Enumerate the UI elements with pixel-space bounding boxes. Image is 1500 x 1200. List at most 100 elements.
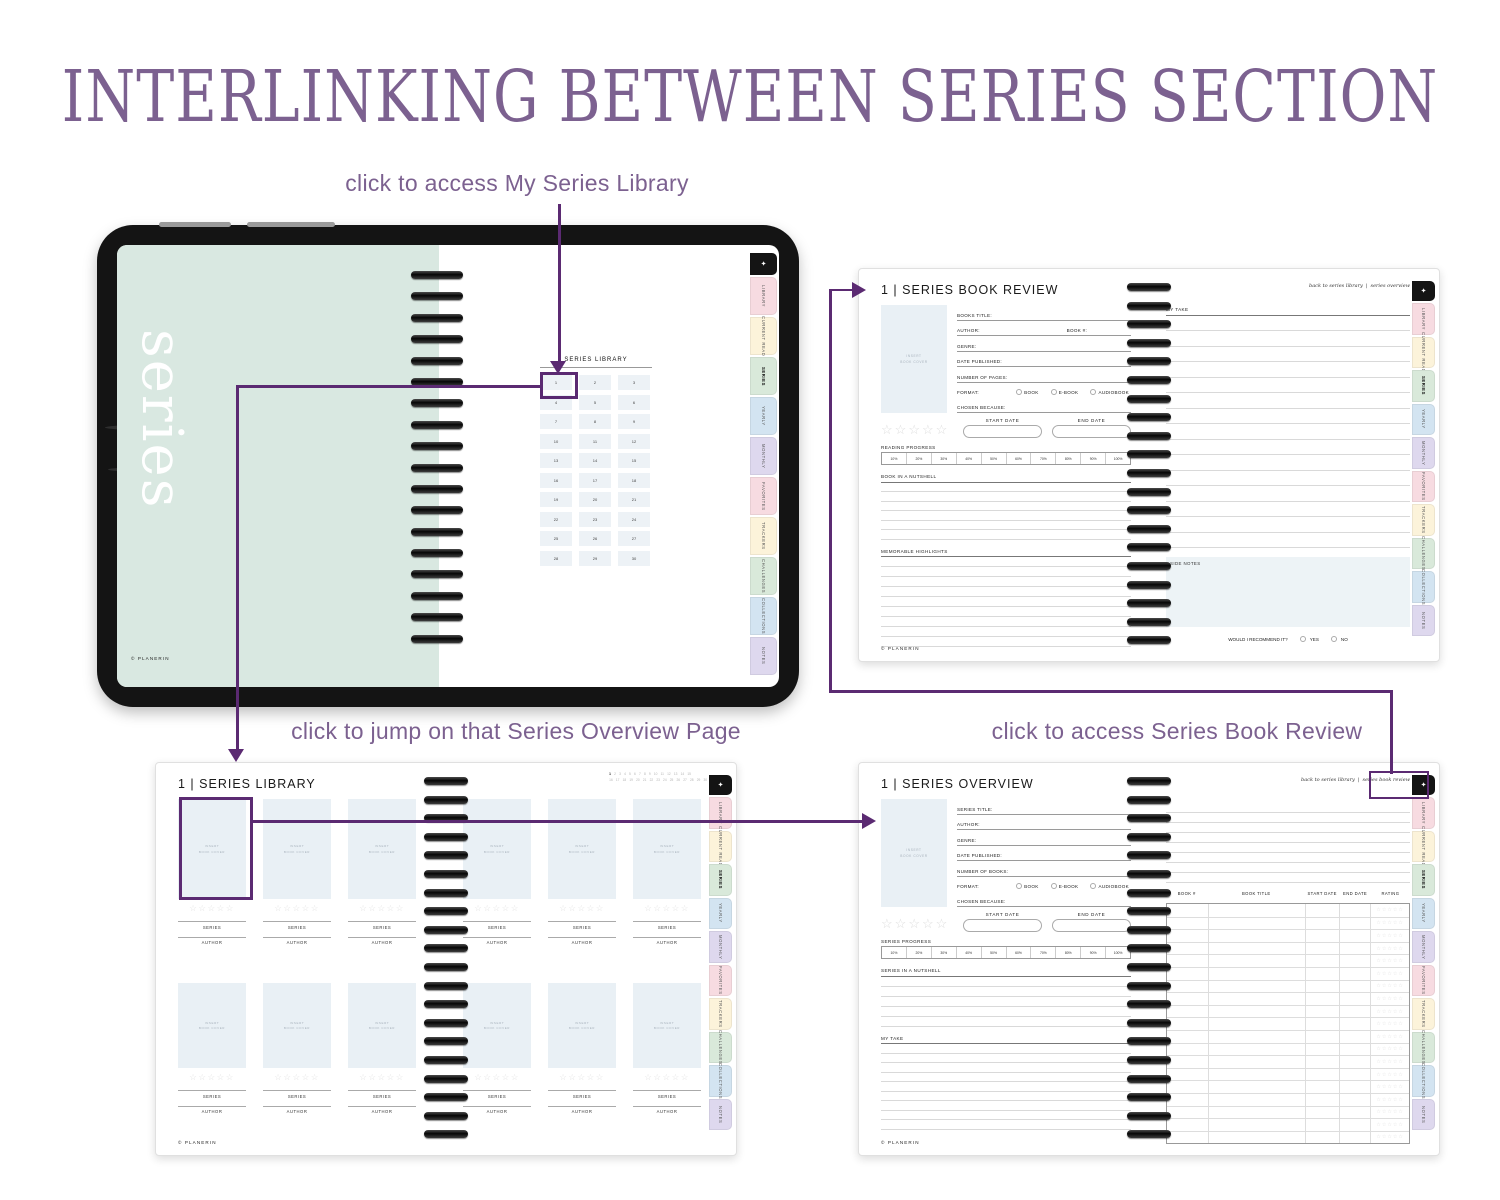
- back-to-series-library-link[interactable]: back to series library: [1301, 777, 1355, 783]
- tab-monthly[interactable]: MONTHLY: [1412, 931, 1435, 963]
- page-number-22[interactable]: 22: [649, 777, 654, 782]
- series-library-cell-8[interactable]: 8: [579, 414, 611, 429]
- progress-cell[interactable]: 50%: [980, 947, 1006, 958]
- table-cell[interactable]: [1304, 1056, 1339, 1068]
- table-cell[interactable]: [1208, 1131, 1305, 1144]
- book-table-row[interactable]: ☆☆☆☆☆: [1167, 1067, 1409, 1081]
- progress-cell[interactable]: 100%: [1105, 947, 1130, 958]
- tab-collections[interactable]: COLLECTIONS: [1412, 569, 1435, 605]
- tab-yearly[interactable]: YEARLY: [750, 397, 777, 435]
- format-radio[interactable]: [1090, 883, 1097, 890]
- table-cell[interactable]: [1208, 980, 1305, 993]
- tab-current-read[interactable]: CURRENT READ: [1412, 332, 1435, 372]
- tab-notes[interactable]: NOTES: [1412, 1098, 1435, 1130]
- table-cell[interactable]: [1304, 1030, 1339, 1043]
- table-cell[interactable]: [1338, 1030, 1370, 1043]
- page-number-18[interactable]: 18: [622, 777, 627, 782]
- rating-stars[interactable]: ☆☆☆☆☆: [1370, 917, 1409, 930]
- rating-stars[interactable]: ☆☆☆☆☆: [463, 1072, 531, 1083]
- table-cell[interactable]: [1167, 1132, 1208, 1144]
- progress-cell[interactable]: 20%: [905, 947, 931, 958]
- table-cell[interactable]: [1167, 1069, 1208, 1081]
- book-table-row[interactable]: ☆☆☆☆☆: [1167, 966, 1409, 980]
- field-author[interactable]: AUTHOR:: [957, 815, 1131, 831]
- book-table-row[interactable]: ☆☆☆☆☆: [1167, 1055, 1409, 1068]
- table-cell[interactable]: [1304, 942, 1339, 955]
- table-cell[interactable]: [1338, 1093, 1370, 1106]
- page-number-24[interactable]: 24: [663, 777, 667, 782]
- end-date-field[interactable]: END DATE: [1052, 912, 1131, 932]
- rating-stars[interactable]: ☆☆☆☆☆: [1370, 1018, 1409, 1030]
- tab-library[interactable]: LIBRARY: [1412, 797, 1435, 829]
- series-library-cell-7[interactable]: 7: [540, 414, 572, 429]
- progress-cell[interactable]: 70%: [1030, 947, 1055, 958]
- table-cell[interactable]: [1208, 1018, 1305, 1030]
- progress-cell[interactable]: 30%: [930, 947, 956, 958]
- tab-collections[interactable]: COLLECTIONS: [750, 597, 777, 635]
- tab-favorites[interactable]: FAVORITES: [750, 477, 777, 515]
- no-checkbox[interactable]: [1330, 636, 1337, 642]
- table-cell[interactable]: [1304, 1081, 1339, 1093]
- table-cell[interactable]: [1167, 1119, 1208, 1131]
- rating-stars[interactable]: ☆☆☆☆☆: [1370, 1093, 1409, 1106]
- format-radio[interactable]: [1050, 883, 1057, 890]
- table-cell[interactable]: [1167, 1031, 1208, 1043]
- book-table-row[interactable]: ☆☆☆☆☆: [1167, 904, 1409, 917]
- tab-library[interactable]: LIBRARY: [1412, 303, 1435, 335]
- rating-stars[interactable]: ☆☆☆☆☆: [548, 903, 616, 914]
- page-number-5[interactable]: 5: [629, 772, 631, 776]
- page-number-10[interactable]: 10: [653, 772, 658, 776]
- rating-stars[interactable]: ☆☆☆☆☆: [1370, 942, 1409, 955]
- page-number-9[interactable]: 9: [648, 772, 651, 776]
- rating-stars[interactable]: ☆☆☆☆☆: [178, 903, 246, 914]
- rating-stars[interactable]: ☆☆☆☆☆: [348, 903, 416, 914]
- table-cell[interactable]: [1338, 1081, 1370, 1093]
- page-number-20[interactable]: 20: [636, 777, 640, 782]
- table-cell[interactable]: [1167, 1056, 1208, 1068]
- rating-stars[interactable]: ☆☆☆☆☆: [1370, 1005, 1409, 1018]
- table-cell[interactable]: [1167, 981, 1208, 993]
- field-date-published[interactable]: DATE PUBLISHED:: [957, 846, 1131, 862]
- rating-stars[interactable]: ☆☆☆☆☆: [1370, 1068, 1409, 1081]
- table-cell[interactable]: [1304, 980, 1339, 993]
- series-library-cell-2[interactable]: 2: [579, 375, 611, 390]
- page-number-8[interactable]: 8: [643, 772, 646, 776]
- tab-monthly[interactable]: MONTHLY: [1412, 437, 1435, 469]
- rating-stars[interactable]: ☆☆☆☆☆: [1370, 904, 1409, 917]
- rating-stars[interactable]: ☆☆☆☆☆: [1370, 1106, 1409, 1119]
- page-number-30[interactable]: 30: [703, 777, 707, 782]
- series-library-cell-24[interactable]: 24: [618, 511, 650, 527]
- table-cell[interactable]: [1167, 1018, 1208, 1030]
- planner-home-tab[interactable]: ✦: [709, 775, 732, 795]
- progress-cell[interactable]: 20%: [905, 453, 931, 464]
- rating-stars[interactable]: ☆☆☆☆☆: [463, 903, 531, 914]
- table-cell[interactable]: [1338, 942, 1370, 955]
- book-table-row[interactable]: ☆☆☆☆☆: [1167, 1092, 1409, 1106]
- series-library-cell-21[interactable]: 21: [618, 492, 650, 507]
- page-number-21[interactable]: 21: [642, 777, 647, 782]
- series-library-cell-28[interactable]: 28: [540, 550, 572, 566]
- progress-cell[interactable]: 40%: [955, 947, 981, 958]
- table-cell[interactable]: [1167, 904, 1208, 917]
- page-number-1[interactable]: 1: [609, 772, 611, 776]
- field-genre[interactable]: GENRE:: [957, 336, 1131, 352]
- progress-cell[interactable]: 30%: [930, 453, 956, 464]
- page-number-26[interactable]: 26: [676, 777, 681, 782]
- rating-stars[interactable]: ☆☆☆☆☆: [1370, 1081, 1409, 1093]
- book-table-row[interactable]: ☆☆☆☆☆: [1167, 1017, 1409, 1030]
- side-notes-box[interactable]: SIDE NOTES: [1166, 557, 1410, 627]
- tab-collections[interactable]: COLLECTIONS: [1412, 1063, 1435, 1099]
- table-cell[interactable]: [1338, 1068, 1370, 1081]
- table-cell[interactable]: [1208, 917, 1305, 930]
- rating-stars[interactable]: ☆☆☆☆☆: [881, 422, 953, 438]
- table-cell[interactable]: [1167, 1044, 1208, 1056]
- tab-yearly[interactable]: YEARLY: [1412, 403, 1435, 435]
- tab-trackers[interactable]: TRACKERS: [750, 517, 777, 555]
- format-radio[interactable]: [1090, 389, 1097, 396]
- tab-collections[interactable]: COLLECTIONS: [709, 1063, 732, 1099]
